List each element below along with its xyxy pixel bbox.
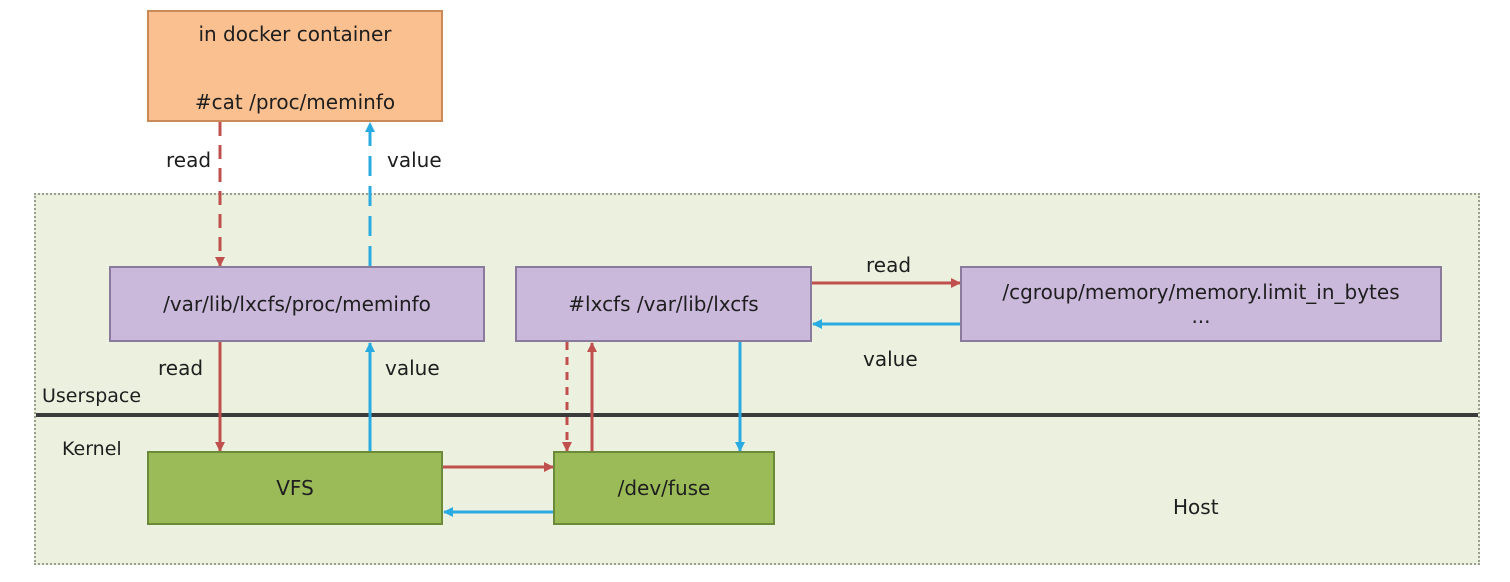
read-label-mid: read [158, 356, 204, 380]
lxcfs-daemon-label: #lxcfs /var/lib/lxcfs [568, 292, 759, 316]
lxcfs-meminfo-label: /var/lib/lxcfs/proc/meminfo [163, 292, 431, 316]
vfs-box: VFS [147, 451, 443, 525]
lxcfs-meminfo-box: /var/lib/lxcfs/proc/meminfo [109, 266, 485, 342]
cgroup-ellipsis: ... [1191, 304, 1211, 328]
vfs-label: VFS [276, 476, 314, 500]
read-label-top: read [166, 148, 212, 172]
cgroup-path: /cgroup/memory/memory.limit_in_bytes [1002, 280, 1400, 304]
userspace-label: Userspace [42, 385, 142, 407]
lxcfs-daemon-box: #lxcfs /var/lib/lxcfs [515, 266, 812, 342]
cgroup-box: /cgroup/memory/memory.limit_in_bytes ... [960, 266, 1442, 342]
value-label-mid: value [385, 356, 440, 380]
container-command: #cat /proc/meminfo [194, 90, 396, 114]
container-title: in docker container [198, 22, 392, 46]
kernel-label: Kernel [62, 438, 122, 460]
value-label-top: value [387, 148, 442, 172]
value-label-cgroup: value [863, 347, 918, 371]
fuse-box: /dev/fuse [553, 451, 775, 525]
docker-container-box: in docker container #cat /proc/meminfo [147, 10, 443, 122]
host-label: Host [1173, 495, 1219, 519]
userspace-kernel-divider [36, 413, 1478, 417]
fuse-label: /dev/fuse [617, 476, 711, 500]
read-label-cgroup: read [866, 253, 912, 277]
